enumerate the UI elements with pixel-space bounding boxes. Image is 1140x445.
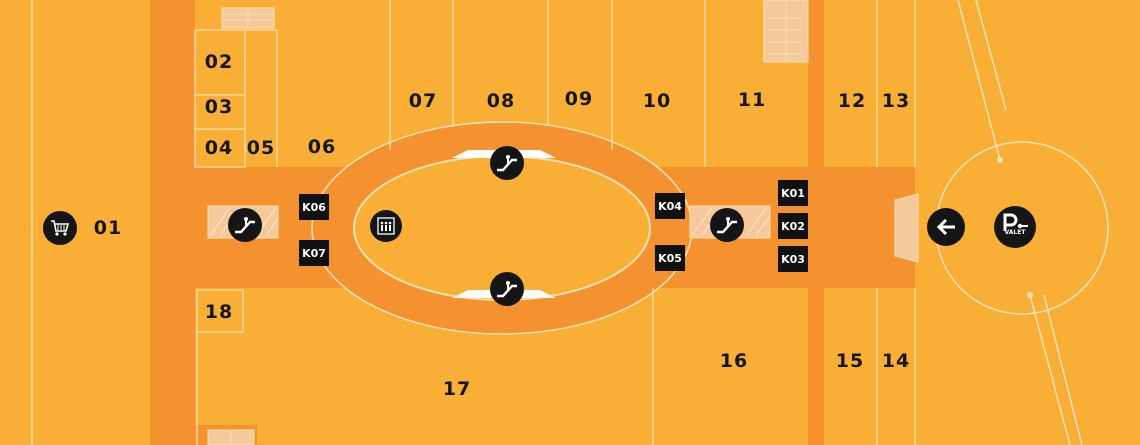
escalator-icon[interactable] bbox=[710, 208, 744, 242]
kiosk-k07[interactable]: K07 bbox=[299, 240, 329, 266]
kiosk-k03[interactable]: K03 bbox=[778, 246, 808, 272]
kiosk-k06[interactable]: K06 bbox=[299, 194, 329, 220]
store-15-label[interactable]: 15 bbox=[835, 350, 865, 372]
store-10-label[interactable]: 10 bbox=[642, 90, 672, 112]
store-13-label[interactable]: 13 bbox=[881, 90, 911, 112]
store-07-label[interactable]: 07 bbox=[408, 90, 438, 112]
kiosk-k04[interactable]: K04 bbox=[655, 193, 685, 219]
elevator-icon[interactable] bbox=[370, 210, 402, 242]
store-17-label[interactable]: 17 bbox=[442, 378, 472, 400]
kiosk-k01[interactable]: K01 bbox=[778, 180, 808, 206]
store-05-label[interactable]: 05 bbox=[246, 137, 276, 159]
store-09-label[interactable]: 09 bbox=[564, 88, 594, 110]
store-02-label[interactable]: 02 bbox=[204, 51, 234, 73]
store-18-label[interactable]: 18 bbox=[204, 301, 234, 323]
store-16-label[interactable]: 16 bbox=[719, 350, 749, 372]
escalator-icon[interactable] bbox=[490, 146, 524, 180]
store-01-label[interactable]: 01 bbox=[93, 217, 123, 239]
escalator-icon[interactable] bbox=[228, 208, 262, 242]
escalator-icon[interactable] bbox=[490, 272, 524, 306]
shopping-cart-icon[interactable] bbox=[43, 211, 77, 245]
store-08-label[interactable]: 08 bbox=[486, 90, 516, 112]
store-12-label[interactable]: 12 bbox=[837, 90, 867, 112]
store-03-label[interactable]: 03 bbox=[204, 96, 234, 118]
store-11-label[interactable]: 11 bbox=[737, 89, 767, 111]
store-14-label[interactable]: 14 bbox=[881, 350, 911, 372]
valet-label: VALET bbox=[1004, 229, 1026, 236]
arrow-left-icon[interactable] bbox=[927, 208, 965, 246]
store-06-label[interactable]: 06 bbox=[307, 136, 337, 158]
kiosk-k02[interactable]: K02 bbox=[778, 213, 808, 239]
store-04-label[interactable]: 04 bbox=[204, 137, 234, 159]
valet-parking-icon[interactable]: VALET bbox=[994, 206, 1036, 248]
kiosk-k05[interactable]: K05 bbox=[655, 245, 685, 271]
